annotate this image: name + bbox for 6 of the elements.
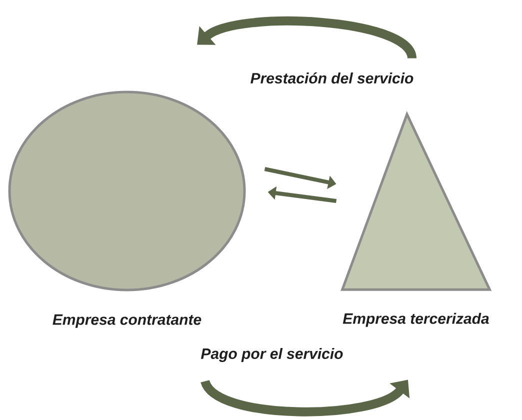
ellipse-shape: [8, 90, 246, 292]
arrow: [197, 16, 416, 60]
caption-text: Empresa contratante: [52, 314, 202, 328]
edge-label: Prestación del servicio: [250, 72, 414, 84]
caption-text: Empresa tercerizada: [342, 312, 489, 327]
edge-label: Pago por el servicio: [201, 348, 343, 362]
